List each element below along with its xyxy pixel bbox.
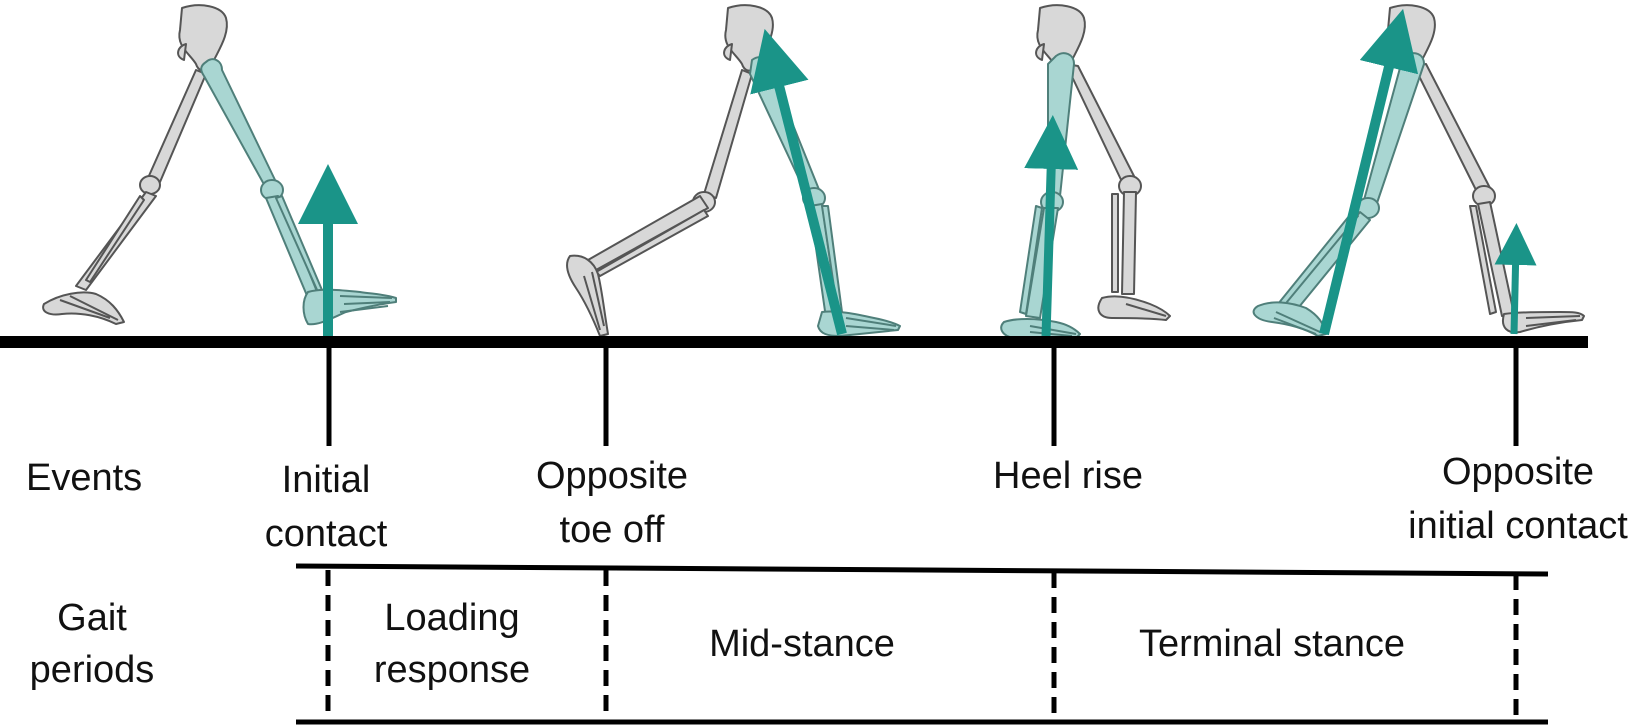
- skeleton-icon: [566, 4, 901, 337]
- ground-line: [0, 336, 1588, 348]
- event-label-heel-rise: Heel rise: [993, 455, 1143, 497]
- periods-top-border: [295, 563, 1549, 577]
- event-label-opposite-initial-contact: Opposite: [1442, 451, 1594, 493]
- row-label-gait-periods: Gait: [57, 597, 127, 639]
- skeleton-icon: [1000, 4, 1171, 339]
- period-label-loading-response: Loading: [384, 597, 519, 639]
- period-label-mid-stance: Mid-stance: [709, 623, 895, 665]
- row-label-events: Events: [26, 457, 142, 499]
- skeleton-icon: [42, 4, 397, 326]
- ground-reaction-force-arrow: [1024, 115, 1079, 337]
- row-label-gait-periods: periods: [30, 649, 155, 691]
- period-label-terminal-stance: Terminal stance: [1139, 623, 1405, 665]
- event-label-opposite-initial-contact: initial contact: [1408, 505, 1628, 547]
- ground-reaction-force-arrow: [750, 28, 847, 336]
- period-label-loading-response: response: [374, 649, 530, 691]
- event-label-opposite-toe-off: Opposite: [536, 455, 688, 497]
- event-label-initial-contact: contact: [265, 513, 388, 555]
- event-label-initial-contact: Initial: [282, 459, 371, 501]
- event-label-opposite-toe-off: toe off: [560, 509, 665, 551]
- ground-reaction-force-arrow: [1319, 8, 1419, 336]
- ground-reaction-force-arrow: [1494, 223, 1537, 335]
- skeleton-icon: [1252, 4, 1585, 337]
